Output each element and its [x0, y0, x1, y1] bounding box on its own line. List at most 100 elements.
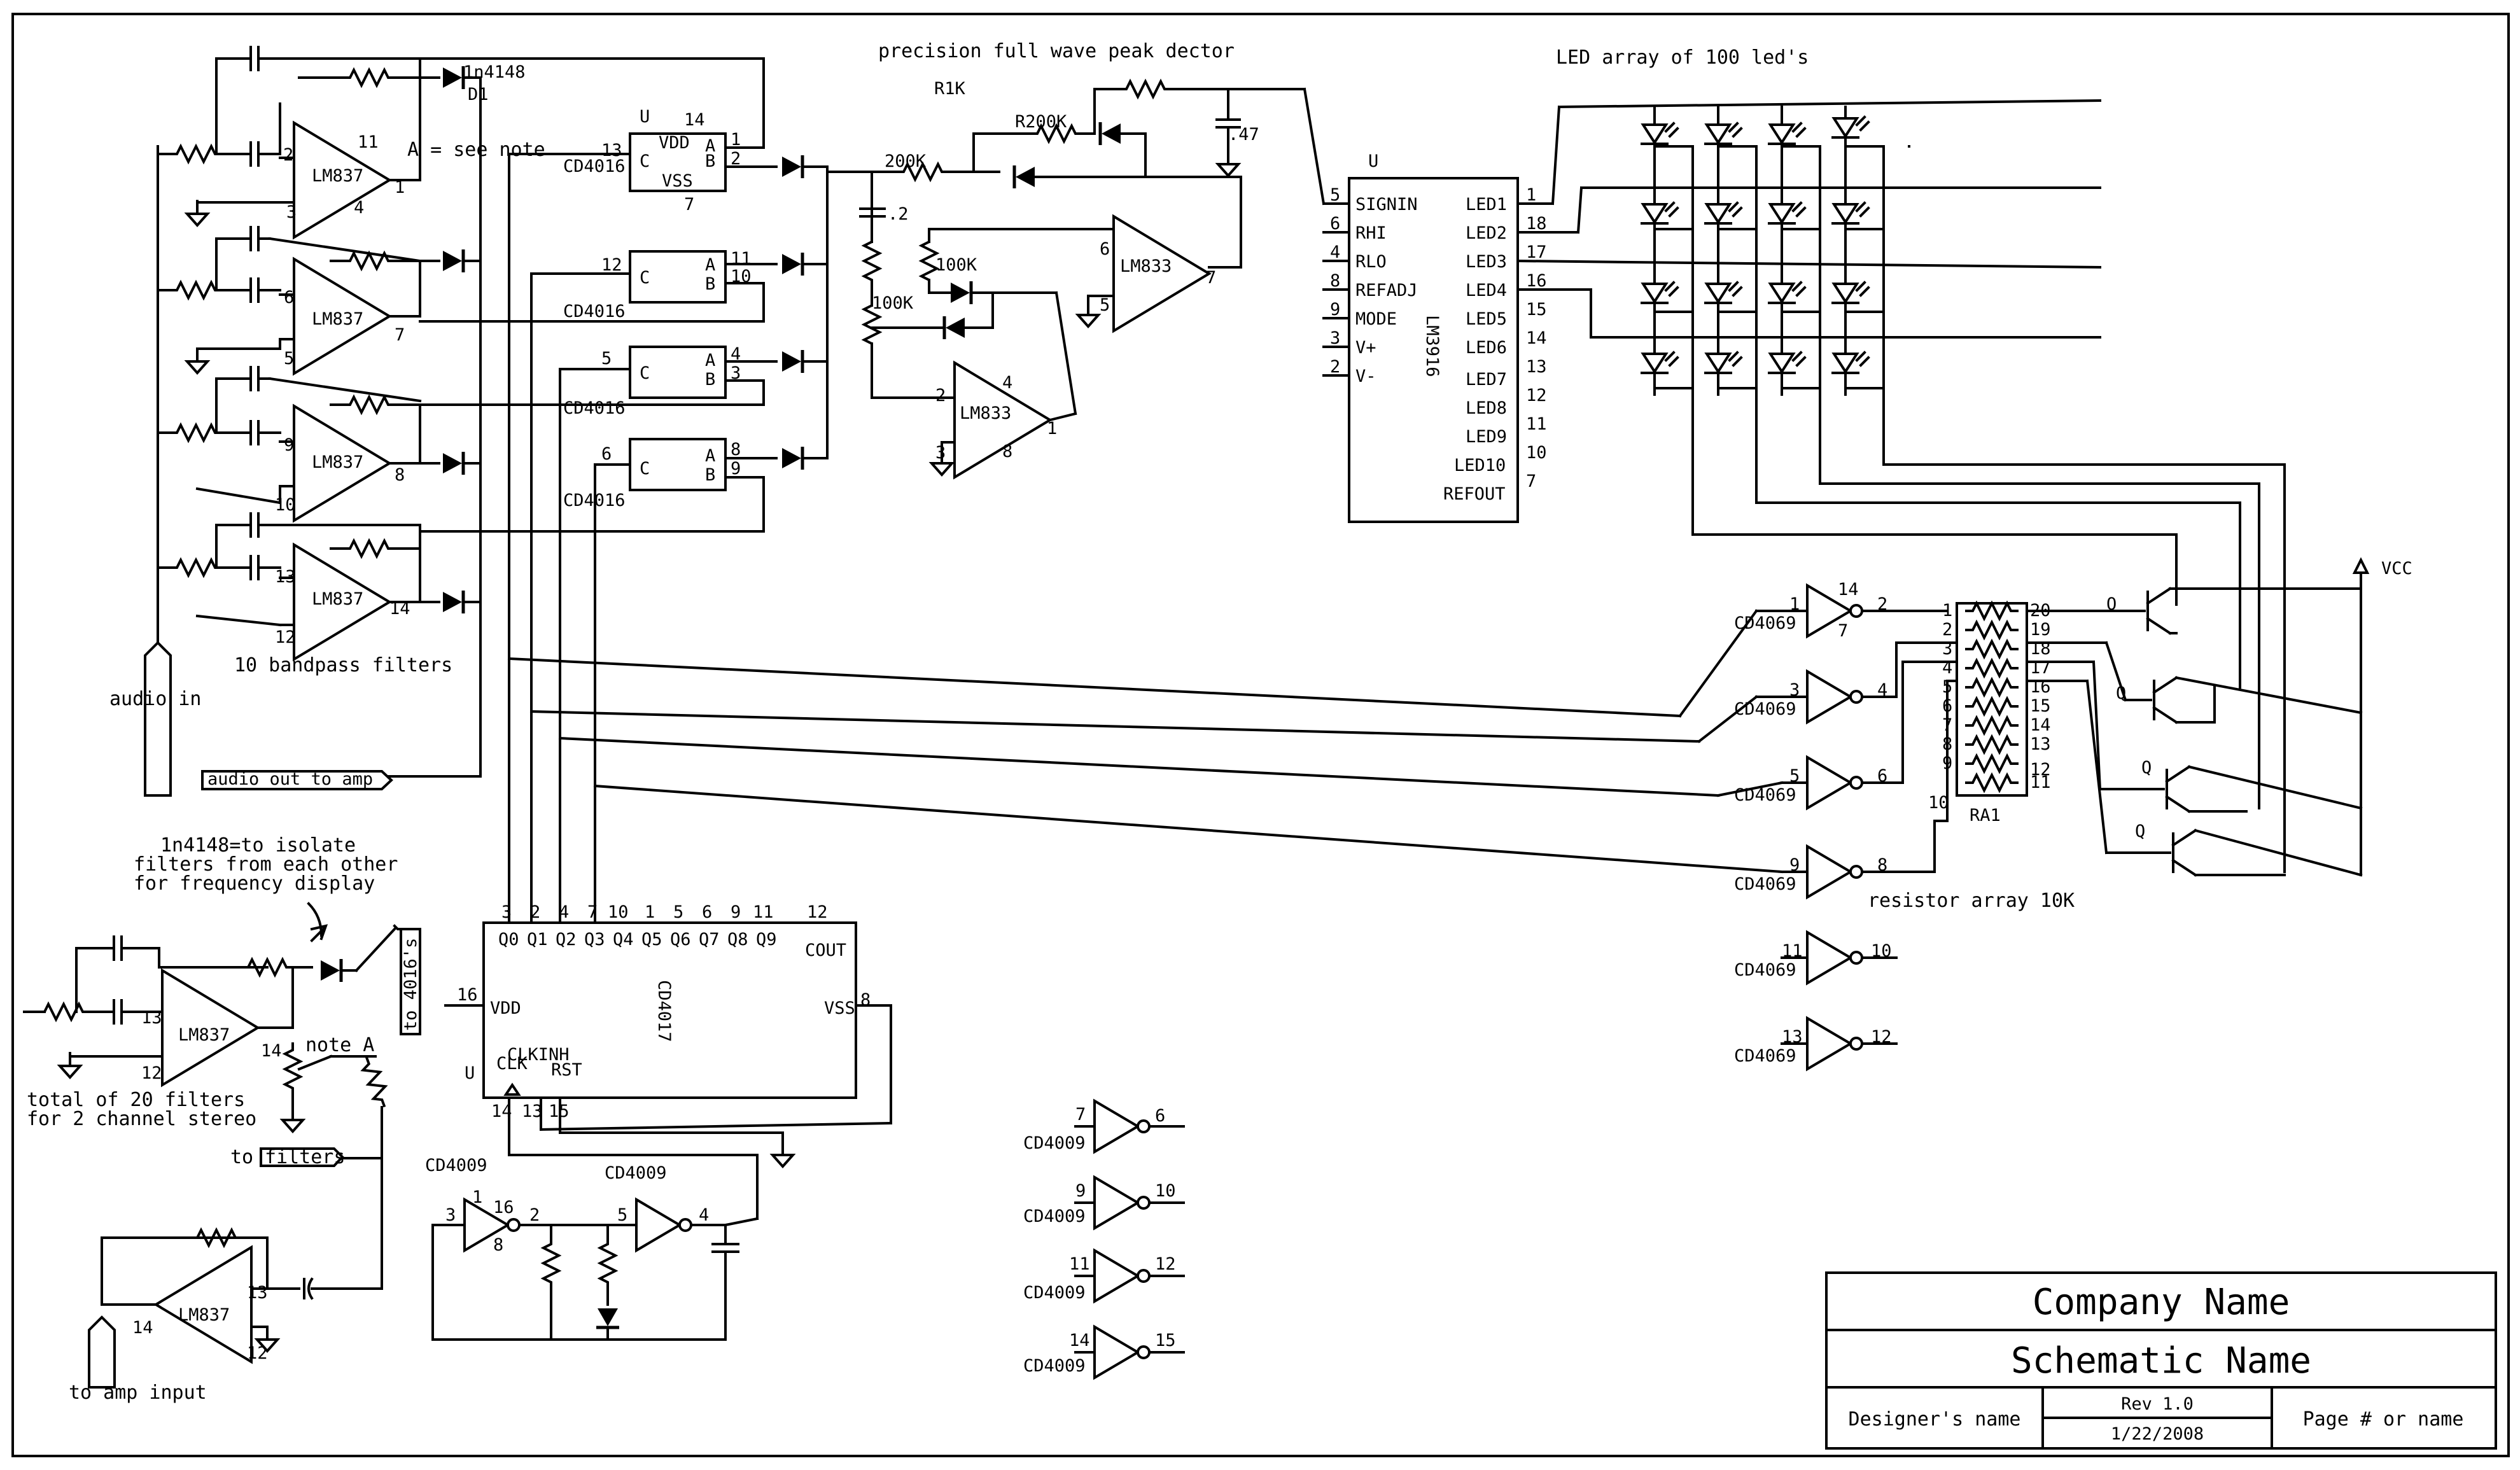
- to-4016-label: to 4016's: [401, 938, 421, 1031]
- cd4017-pin-name: Q8: [727, 930, 748, 949]
- r200k-b-label: 200K: [885, 151, 927, 171]
- cd4017-pin-num: 5: [673, 902, 683, 922]
- pin-num: 7: [395, 325, 405, 345]
- cd4017-pin-name: Q4: [613, 930, 634, 949]
- lm837-label-1: LM837: [312, 166, 363, 186]
- led-matrix: [1516, 99, 2286, 873]
- lm3916-pin-num: 6: [1330, 214, 1340, 234]
- lm3916-pin-name: V-: [1355, 367, 1376, 386]
- cd4016-a-num: 1: [731, 130, 741, 150]
- q2-label: Q: [2116, 683, 2126, 703]
- transistor-q4: [2171, 829, 2363, 877]
- q3-label: Q: [2141, 758, 2152, 778]
- cd4069-label-1: CD4069: [1734, 613, 1796, 633]
- cd4017-pin-name: Q9: [756, 930, 777, 949]
- cd4016-pin-labels: VDD VSS 14 7 C C C C A B A B A B A B 13 …: [601, 110, 752, 485]
- revision: Rev 1.0: [2121, 1394, 2194, 1414]
- output-amp: [88, 1229, 332, 1389]
- lm3916-pin-name: LED9: [1466, 427, 1507, 447]
- lm3916-pin-name: LED5: [1466, 309, 1507, 329]
- ra1-pin: 17: [2030, 658, 2051, 678]
- lm3916-pin-name: RLO: [1355, 252, 1387, 272]
- pin-num: 5: [284, 349, 294, 368]
- ra1-pin: 20: [2030, 601, 2051, 620]
- cd4017-pin-num: 7: [587, 902, 598, 922]
- cd4016-ctrl-num: 13: [601, 141, 622, 160]
- pin-num: 14: [261, 1041, 282, 1061]
- pin-num: 10: [275, 495, 296, 515]
- lm837-label-4: LM837: [312, 589, 363, 609]
- pin-num: 8: [1877, 855, 1887, 875]
- lm3916-pin-num: 18: [1526, 214, 1547, 234]
- lm3916-pin-name: LED4: [1466, 281, 1507, 300]
- cd4016-b: B: [705, 151, 715, 171]
- transistor-q1: [2146, 587, 2362, 635]
- pin-num: 13: [141, 1008, 162, 1028]
- cd4017-pin-num: 6: [702, 902, 712, 922]
- filter-stage-3: [157, 366, 482, 522]
- to-amp-input-label: to amp input: [69, 1382, 207, 1404]
- pin-num: 6: [284, 288, 294, 307]
- cd4016-label-1: CD4016: [563, 157, 626, 176]
- pin-num: 1: [1047, 419, 1057, 438]
- pin-num: 8: [493, 1235, 503, 1255]
- cd4016-a: A: [705, 136, 715, 156]
- pin-num: 4: [1877, 680, 1887, 700]
- cd4017-pin-name: Q2: [556, 930, 577, 949]
- cd4017-rst: RST: [551, 1060, 582, 1080]
- pin-num: 3: [935, 443, 946, 463]
- ra1-label: RA1: [1970, 806, 2001, 825]
- pin-num: 1: [1789, 594, 1800, 614]
- pin-num: 8: [395, 465, 405, 485]
- ra1-pin: 19: [2030, 620, 2051, 640]
- pin-num: 12: [1155, 1254, 1176, 1274]
- lm3916-u-label: U: [1368, 151, 1378, 171]
- ra1-pin: 13: [2030, 734, 2051, 754]
- pin-num: 14: [132, 1318, 153, 1338]
- bandpass-caption: 10 bandpass filters: [234, 654, 452, 676]
- filter-stage-4: [157, 512, 482, 661]
- pin-num: 9: [1789, 855, 1800, 875]
- pin-num: 6: [1100, 239, 1110, 259]
- q1-label: Q: [2106, 594, 2117, 614]
- cd4017-pin-name: Q0: [498, 930, 519, 949]
- ra1-pin: 12: [2030, 760, 2051, 780]
- note-a-label: A = see note: [407, 139, 545, 161]
- pin-num: 14: [1838, 580, 1859, 599]
- pin-num: 11: [1069, 1254, 1090, 1274]
- cd4017-cout: COUT: [805, 941, 846, 960]
- cd4009-label-6: CD4009: [1023, 1356, 1086, 1376]
- cd4016-b: B: [705, 370, 715, 389]
- cd4016-ctrl-num: 12: [601, 255, 622, 275]
- pin-num: 1: [472, 1187, 482, 1207]
- total-filters-line2: for 2 channel stereo: [27, 1108, 256, 1130]
- ra1-pin: 10: [1928, 793, 1949, 813]
- pin-num: 7: [1206, 268, 1216, 288]
- cd4017-pin-name: Q1: [527, 930, 548, 949]
- isolate-note-line3: for frequency display: [134, 872, 375, 895]
- lm3916-pin-num: 1: [1526, 185, 1536, 205]
- lm3916-pin-name: SIGNIN: [1355, 195, 1418, 214]
- lm3916-pin-name: REFADJ: [1355, 281, 1418, 300]
- transistor-q2: [2152, 676, 2363, 724]
- lm833-label-1: LM833: [1120, 256, 1172, 276]
- lm3916-chip: [1322, 177, 1519, 523]
- total-filters-line1: total of 20 filters: [27, 1089, 245, 1111]
- peak-detector: [826, 80, 1350, 479]
- pin-num: 16: [493, 1198, 514, 1217]
- filters-box-label: filters: [265, 1146, 345, 1168]
- cd4069-label-2: CD4069: [1734, 699, 1796, 719]
- cd4017-pin-num: 1: [645, 902, 655, 922]
- cd4017-clkinh: CLKINH: [507, 1045, 570, 1065]
- audio-in-connector: [144, 641, 172, 797]
- pin-num: 10: [1155, 1181, 1176, 1201]
- cd4009-label-5: CD4009: [1023, 1283, 1086, 1303]
- resistor-array-label: resistor array 10K: [1868, 890, 2075, 912]
- cd4017-pin-num: 11: [753, 902, 774, 922]
- cd4017-pin-num: 4: [559, 902, 569, 922]
- pin-num: 8: [1002, 442, 1012, 461]
- cd4017-cout-num: 12: [807, 902, 828, 922]
- ra1-pin: 9: [1942, 753, 1952, 773]
- cd4016-pin14: 14: [684, 110, 705, 130]
- lm3916-pin-num: 14: [1526, 328, 1547, 348]
